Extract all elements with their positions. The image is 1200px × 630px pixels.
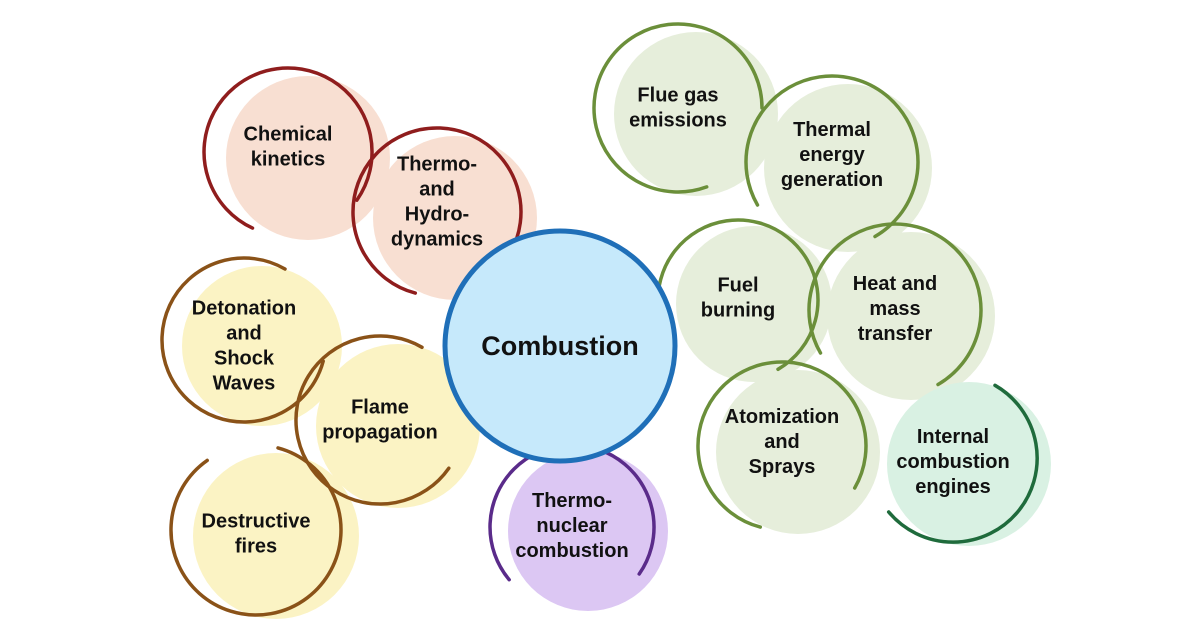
topic-node-heat-mass-transfer: Heat and mass transfer: [853, 273, 937, 345]
detonation-shock-waves-label-line: Detonation: [192, 298, 296, 320]
thermo-hydrodynamics-label-line: Hydro-: [405, 204, 469, 226]
fuel-burning-label-line: Fuel: [717, 275, 758, 297]
atomization-sprays-arc: [696, 360, 868, 529]
flame-propagation-label-line: Flame: [351, 397, 409, 419]
thermo-hydrodynamics-label-line: Thermo-: [397, 154, 477, 176]
heat-mass-transfer-label-line: Heat and: [853, 273, 937, 295]
topic-node-flue-gas-emissions: Flue gas emissions: [629, 85, 727, 132]
thermonuclear-combustion-label-line: nuclear: [536, 515, 607, 537]
topic-node-flame-propagation: Flame propagation: [322, 397, 438, 444]
thermal-energy-generation-arc: [744, 74, 920, 239]
thermal-energy-generation-label-line: energy: [799, 144, 865, 166]
thermonuclear-combustion-label-line: Thermo-: [532, 490, 612, 512]
flue-gas-emissions-label-line: Flue gas: [637, 85, 718, 107]
detonation-shock-waves-label-line: and: [226, 323, 262, 345]
topic-node-destructive-fires: Destructive fires: [202, 511, 311, 558]
heat-mass-transfer-fill: [827, 232, 995, 400]
detonation-shock-waves-fill: [182, 266, 342, 426]
flame-propagation-label-line: propagation: [322, 422, 438, 444]
center-circle: [442, 228, 678, 464]
heat-mass-transfer-label-line: mass: [869, 298, 920, 320]
thermo-hydrodynamics-arc: [351, 126, 523, 295]
thermal-energy-generation-label-line: Thermal: [793, 119, 871, 141]
topic-node-chemical-kinetics: Chemical kinetics: [244, 124, 333, 171]
destructive-fires-label-line: Destructive: [202, 511, 311, 533]
atomization-sprays-label-line: Atomization: [725, 406, 839, 428]
topic-fill-layer: [182, 32, 1051, 619]
flue-gas-emissions-arc: [592, 22, 764, 194]
heat-mass-transfer-label-line: transfer: [858, 323, 933, 345]
center-node-combustion: Combustion: [442, 228, 678, 464]
flame-propagation-arc: [294, 334, 451, 506]
thermo-hydrodynamics-label-line: dynamics: [391, 229, 483, 251]
chemical-kinetics-fill: [226, 76, 390, 240]
topic-node-fuel-burning: Fuel burning: [701, 275, 775, 322]
topic-node-internal-combustion-engines: Internal combustion engines: [896, 426, 1009, 498]
fuel-burning-label-line: burning: [701, 300, 775, 322]
internal-combustion-engines-fill: [887, 382, 1051, 546]
detonation-shock-waves-label-line: Shock: [214, 348, 275, 370]
chemical-kinetics-label-line: Chemical: [244, 124, 333, 146]
thermo-hydrodynamics-label-line: and: [419, 179, 455, 201]
thermal-energy-generation-fill: [764, 84, 932, 252]
flame-propagation-fill: [316, 344, 480, 508]
topic-node-thermonuclear-combustion: Thermo-nuclear combustion: [515, 490, 628, 562]
detonation-shock-waves-label-line: Waves: [213, 373, 276, 395]
topic-arc-layer: [160, 22, 1039, 617]
flue-gas-emissions-fill: [614, 32, 778, 196]
thermonuclear-combustion-label-line: combustion: [515, 540, 628, 562]
internal-combustion-engines-label-line: Internal: [917, 426, 989, 448]
chemical-kinetics-label-line: kinetics: [251, 149, 325, 171]
destructive-fires-fill: [193, 453, 359, 619]
thermal-energy-generation-label-line: generation: [781, 169, 883, 191]
internal-combustion-engines-arc: [886, 383, 1039, 544]
atomization-sprays-label-line: and: [764, 431, 800, 453]
internal-combustion-engines-label-line: combustion: [896, 451, 1009, 473]
flue-gas-emissions-label-line: emissions: [629, 110, 727, 132]
fuel-burning-fill: [676, 226, 832, 382]
destructive-fires-label-line: fires: [235, 536, 277, 558]
internal-combustion-engines-label-line: engines: [915, 476, 991, 498]
atomization-sprays-label-line: Sprays: [749, 456, 816, 478]
center-label-line: Combustion: [481, 331, 638, 361]
chemical-kinetics-arc: [202, 66, 374, 230]
heat-mass-transfer-arc: [807, 222, 983, 387]
topic-node-thermal-energy-generation: Thermal energy generation: [781, 119, 883, 191]
atomization-sprays-fill: [716, 370, 880, 534]
detonation-shock-waves-arc: [160, 256, 325, 424]
destructive-fires-arc: [169, 446, 343, 617]
thermonuclear-combustion-fill: [508, 451, 668, 611]
